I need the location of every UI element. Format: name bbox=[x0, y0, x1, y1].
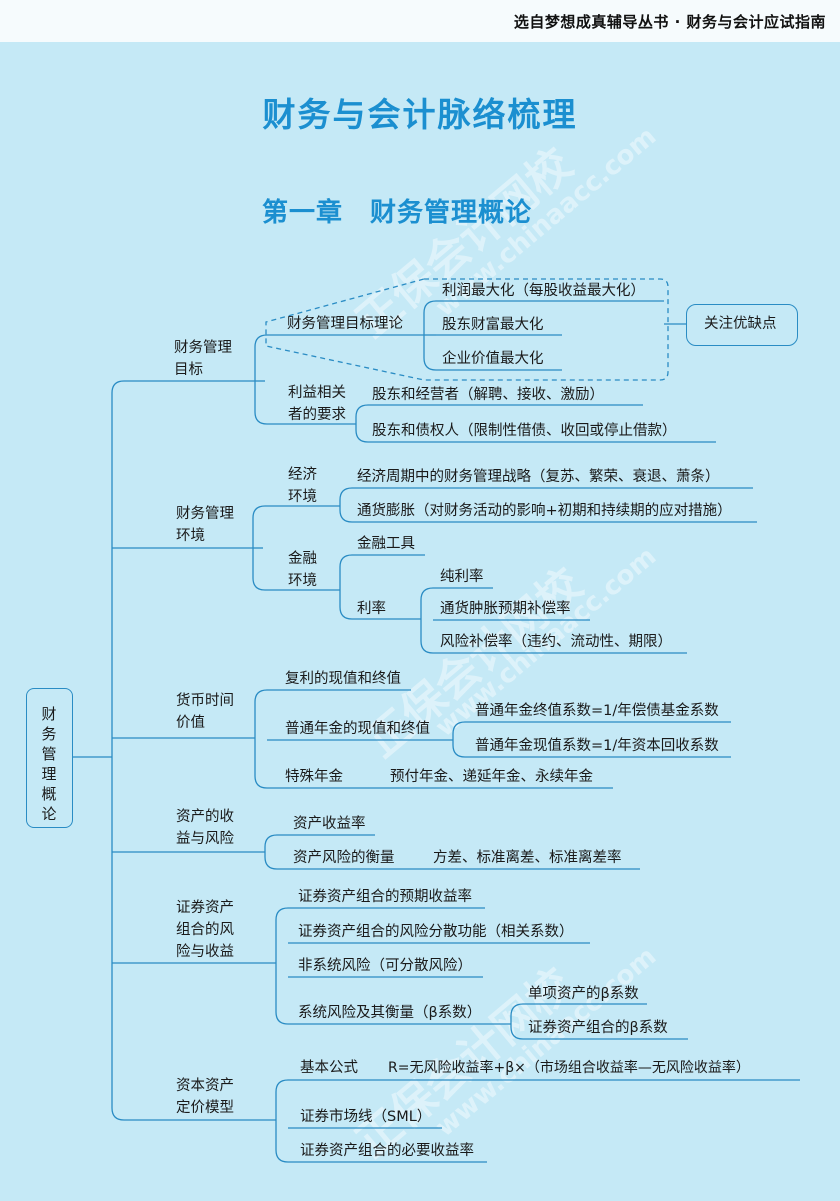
leaf-label: 普通年金终值系数=1/年偿债基金系数 bbox=[475, 703, 719, 719]
leaf-label: 股东财富最大化 bbox=[442, 317, 544, 333]
leaf-label: 经济周期中的财务管理战略（复苏、繁荣、衰退、萧条） bbox=[357, 469, 720, 485]
branch-label: 财务管理目标 bbox=[174, 340, 232, 378]
branch-label: 证券资产组合的风险与收益 bbox=[176, 900, 234, 960]
node-label: 证券资产组合的风险分散功能（相关系数） bbox=[298, 924, 574, 940]
node-label: 证券资产组合的预期收益率 bbox=[298, 889, 472, 905]
node-label: 财务管理目标理论 bbox=[287, 316, 403, 332]
node-label: 基本公式 bbox=[300, 1060, 358, 1076]
root-node-box bbox=[26, 688, 73, 828]
branch-label: 资产的收益与风险 bbox=[176, 809, 234, 847]
node-label: 证券资产组合的必要收益率 bbox=[300, 1143, 474, 1159]
node-label: 金融环境 bbox=[288, 551, 317, 589]
node-label: 特殊年金 bbox=[285, 769, 343, 785]
node-label: 非系统风险（可分散风险） bbox=[298, 958, 472, 974]
leaf-label: 利润最大化（每股收益最大化） bbox=[442, 283, 645, 299]
branch-label: 货币时间价值 bbox=[176, 693, 234, 731]
branch-label: 财务管理环境 bbox=[176, 506, 234, 544]
node-label: 利益相关者的要求 bbox=[288, 385, 346, 423]
note-label: 关注优缺点 bbox=[704, 316, 777, 332]
node-label: 证券市场线（SML） bbox=[300, 1109, 432, 1125]
node-label: 资产收益率 bbox=[293, 816, 366, 832]
node-label: 经济环境 bbox=[288, 467, 317, 505]
series-header: 选自梦想成真辅导丛书 · 财务与会计应试指南 bbox=[513, 13, 826, 31]
leaf-label: 金融工具 bbox=[357, 536, 415, 552]
leaf-label: 利率 bbox=[357, 601, 386, 617]
leaf-label: 通货肿胀预期补偿率 bbox=[440, 601, 571, 617]
leaf-label: 通货膨胀（对财务活动的影响+初期和持续期的应对措施） bbox=[357, 503, 732, 519]
node-label: 资产风险的衡量 bbox=[293, 850, 395, 866]
note-box bbox=[686, 304, 798, 346]
leaf-label: 纯利率 bbox=[440, 569, 484, 585]
chapter-title: 第一章 财务管理概论 bbox=[262, 198, 533, 228]
leaf-label: 股东和经营者（解聘、接收、激励） bbox=[372, 387, 604, 403]
node-label: 复利的现值和终值 bbox=[285, 671, 401, 687]
node-label: 系统风险及其衡量（β系数） bbox=[298, 1005, 482, 1021]
leaf-label: 预付年金、递延年金、永续年金 bbox=[390, 769, 593, 785]
header-bar bbox=[0, 0, 840, 42]
leaf-label: 企业价值最大化 bbox=[442, 351, 544, 367]
branch-label: 资本资产定价模型 bbox=[176, 1078, 234, 1116]
leaf-label: 股东和债权人（限制性借债、收回或停止借款） bbox=[372, 423, 677, 439]
leaf-label: 方差、标准离差、标准离差率 bbox=[433, 850, 622, 866]
leaf-label: 证券资产组合的β系数 bbox=[528, 1020, 668, 1036]
formula-label: R=无风险收益率+β×（市场组合收益率—无风险收益率） bbox=[388, 1060, 750, 1076]
root-node-label: 财务管理概论 bbox=[41, 705, 57, 823]
leaf-label: 单项资产的β系数 bbox=[528, 986, 639, 1002]
page-title: 财务与会计脉络梳理 bbox=[262, 95, 578, 134]
leaf-label: 风险补偿率（违约、流动性、期限） bbox=[440, 634, 672, 650]
leaf-label: 普通年金现值系数=1/年资本回收系数 bbox=[475, 738, 719, 754]
node-label: 普通年金的现值和终值 bbox=[285, 721, 430, 737]
